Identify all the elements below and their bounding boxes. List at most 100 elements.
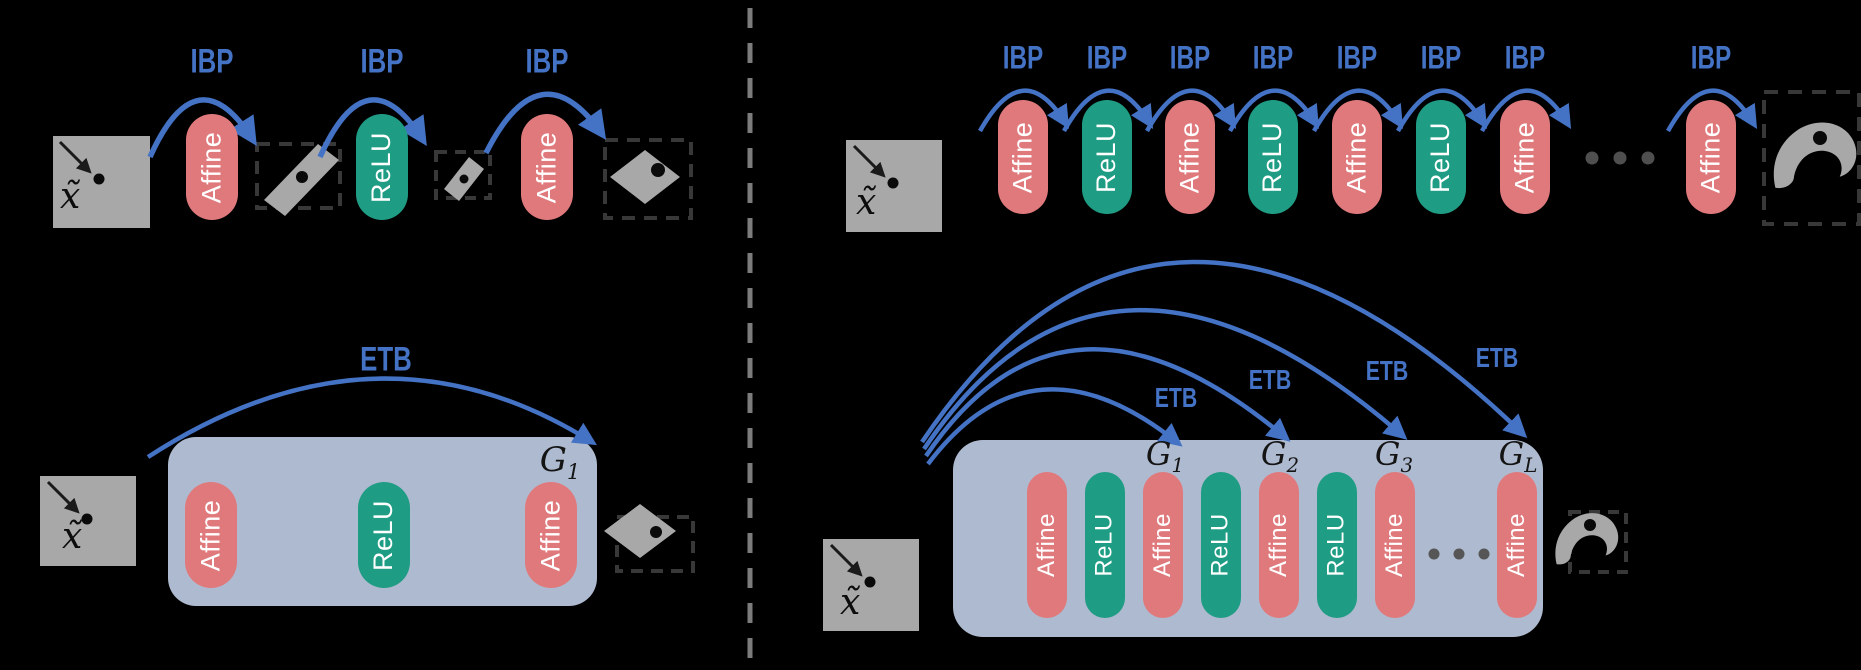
affine-block-label: Affine — [1341, 121, 1372, 193]
affine-block-label: Affine — [1265, 513, 1292, 577]
ellipsis-dots — [1428, 548, 1490, 560]
affine-block: Affine — [1027, 472, 1067, 618]
ibp-arc — [147, 97, 257, 159]
affine-block: Affine — [1165, 100, 1215, 214]
ibp-arc — [483, 91, 607, 155]
group-label: GL — [1498, 434, 1538, 478]
etb-arc — [924, 347, 1291, 458]
relu-block: ReLU — [1085, 472, 1125, 618]
ibp-label: IBP — [525, 42, 569, 81]
ibp-arc — [1480, 88, 1572, 133]
ibp-arc — [1312, 88, 1404, 133]
ibp-arc — [1666, 88, 1758, 133]
affine-block-label: Affine — [1509, 121, 1540, 193]
input-label: x̃ — [62, 516, 83, 557]
ibp-arc — [978, 88, 1070, 133]
ibp-arc — [1062, 88, 1154, 133]
affine-block: Affine — [1375, 472, 1415, 618]
affine-block: Affine — [998, 100, 1048, 214]
relu-block: ReLU — [1082, 100, 1132, 214]
etb-label: ETB — [360, 340, 412, 379]
affine-block-label: Affine — [535, 499, 566, 571]
ibp-arc — [1228, 88, 1320, 133]
affine-block: Affine — [521, 114, 573, 220]
output-point-dot — [650, 526, 662, 538]
ibp-label: IBP — [1002, 39, 1044, 76]
affine-block: Affine — [1497, 472, 1537, 618]
etb-arc — [922, 308, 1408, 451]
relu-block: ReLU — [1317, 472, 1357, 618]
point-dot — [459, 174, 469, 184]
relu-block-label: ReLU — [1091, 513, 1119, 577]
affine-block-label: Affine — [1695, 121, 1726, 193]
input-label: x̃ — [840, 582, 861, 623]
ibp-label: IBP — [1336, 39, 1378, 76]
ibp-arc — [317, 97, 427, 159]
affine-block: Affine — [1686, 100, 1736, 214]
relu-block: ReLU — [1248, 100, 1298, 214]
input-point-dot — [81, 513, 93, 525]
etb-label: ETB — [1365, 355, 1409, 386]
relu-block-label: ReLU — [368, 499, 399, 571]
ibp-label: IBP — [360, 42, 404, 81]
affine-block-label: Affine — [195, 499, 226, 571]
perturbation-arrow — [852, 144, 886, 178]
affine-block: Affine — [1259, 472, 1299, 618]
etb-label: ETB — [1475, 342, 1519, 373]
relu-block-label: ReLU — [366, 131, 397, 203]
output-set-diamond — [610, 150, 680, 204]
bound-box-dashed — [434, 150, 492, 200]
ibp-label: IBP — [1252, 39, 1294, 76]
affine-block: Affine — [1500, 100, 1550, 214]
ibp-arc — [1145, 88, 1237, 133]
affine-block-label: Affine — [1033, 513, 1060, 577]
output-set-crescent — [1773, 122, 1857, 189]
point-dot — [296, 171, 308, 183]
affine-block-label: Affine — [196, 131, 227, 203]
input-label: x̃ — [856, 182, 877, 223]
ibp-arc — [1396, 88, 1488, 133]
bound-box-dashed — [1762, 90, 1861, 226]
etb-arc — [920, 259, 1528, 444]
ibp-label: IBP — [1086, 39, 1128, 76]
ibp-label: IBP — [1169, 39, 1211, 76]
affine-block: Affine — [525, 482, 577, 588]
output-set-crescent — [1555, 513, 1619, 565]
etb-arc — [146, 376, 597, 459]
etb-label: ETB — [1248, 364, 1292, 395]
input-label: x̃ — [60, 176, 81, 217]
ibp-label: IBP — [1420, 39, 1462, 76]
group-label: G3 — [1374, 434, 1414, 478]
group-label: G2 — [1260, 434, 1300, 478]
etb-label: ETB — [1154, 382, 1198, 413]
perturbation-arrow — [58, 140, 92, 174]
relu-block-label: ReLU — [1091, 121, 1122, 193]
input-point-dot — [93, 173, 105, 185]
affine-block: Affine — [1332, 100, 1382, 214]
ibp-label: IBP — [1690, 39, 1732, 76]
ibp-label: IBP — [190, 42, 234, 81]
affine-block-label: Affine — [531, 131, 562, 203]
input-point-dot — [864, 576, 876, 588]
relu-block: ReLU — [356, 114, 408, 220]
ellipsis-dots — [1585, 151, 1655, 165]
affine-block-label: Affine — [1503, 513, 1530, 577]
relu-block-label: ReLU — [1207, 513, 1235, 577]
affine-block: Affine — [186, 114, 238, 220]
bound-box-dashed — [615, 515, 695, 573]
affine-block-label: Affine — [1149, 513, 1176, 577]
perturbation-arrow — [829, 543, 863, 577]
etb-arc — [926, 387, 1183, 466]
output-point-dot — [1584, 519, 1596, 531]
relu-block-label: ReLU — [1323, 513, 1351, 577]
affine-block-label: Affine — [1174, 121, 1205, 193]
output-point-dot — [651, 163, 665, 177]
affine-block-label: Affine — [1007, 121, 1038, 193]
bound-box-dashed — [603, 138, 693, 220]
group-label: G1 — [1145, 434, 1185, 478]
relu-block-label: ReLU — [1425, 121, 1456, 193]
affine-block: Affine — [185, 482, 237, 588]
relu-block: ReLU — [1416, 100, 1466, 214]
